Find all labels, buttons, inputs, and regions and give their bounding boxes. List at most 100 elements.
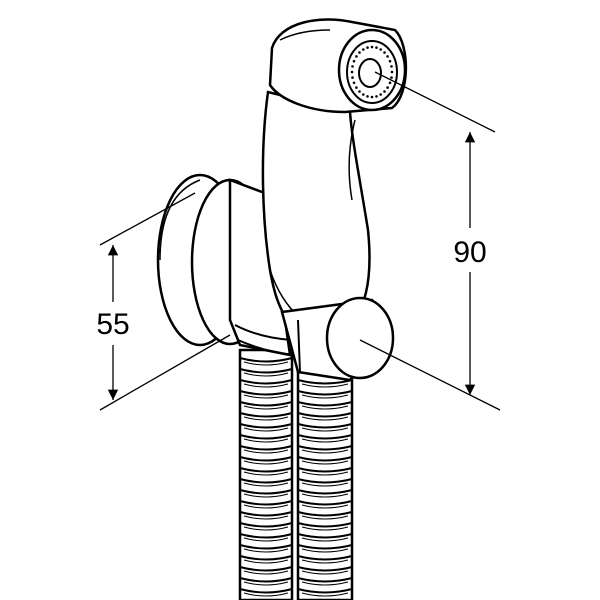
hose-rib-inner [243, 427, 289, 432]
nozzle-hole [390, 76, 393, 79]
nozzle-hole [370, 45, 374, 49]
hose-rib-inner [243, 548, 289, 553]
dimension-55: 55 [96, 192, 231, 411]
hose-rib-inner [301, 570, 349, 575]
hose-rib [297, 445, 353, 451]
nozzle-hole [383, 90, 386, 93]
nozzle-hole [350, 70, 354, 74]
hose-rib [239, 478, 293, 484]
hose-rib-inner [301, 438, 349, 443]
hose-rib-inner [243, 372, 289, 377]
hose-rib [297, 401, 353, 407]
hose-rib [239, 368, 293, 374]
hose-rib [239, 533, 293, 539]
dimension-55-label: 55 [96, 308, 129, 341]
hose-rib-inner [243, 361, 289, 366]
nozzle-hole [351, 76, 354, 79]
hose-rib [297, 412, 353, 418]
nozzle-hole [358, 51, 361, 54]
hose-rib-inner [301, 548, 349, 553]
hose-rib-inner [243, 405, 289, 410]
nozzle-hole [355, 86, 358, 89]
hose-rib-inner [243, 559, 289, 564]
nozzle-hole [388, 81, 392, 85]
nozzle-hole [388, 59, 392, 63]
nozzle-hole [375, 46, 378, 49]
hose-rib [239, 423, 293, 429]
hose-rib [239, 522, 293, 528]
nozzle-hole [375, 95, 378, 98]
hose-rib [297, 588, 353, 594]
hose-rib-inner [243, 493, 289, 498]
hose-rib-inner [301, 515, 349, 520]
hose-rib [239, 434, 293, 440]
dimension-90-label: 90 [453, 236, 486, 269]
nozzle-hole [362, 93, 365, 96]
hose-rib-inner [301, 449, 349, 454]
nozzle-hole [362, 48, 365, 51]
hose-left [238, 348, 294, 600]
hose-rib-inner [243, 460, 289, 465]
hose-rib-inner [301, 427, 349, 432]
hose-rib-inner [243, 570, 289, 575]
hose-rib [239, 467, 293, 473]
hose-rib [239, 357, 293, 363]
hose-rib [239, 390, 293, 396]
nozzle-hole [379, 48, 383, 51]
hose-rib [297, 489, 353, 495]
hose-rib [239, 412, 293, 418]
hose-rib [239, 379, 293, 385]
hose-rib [239, 500, 293, 506]
swivel-knob [325, 296, 395, 380]
nozzle-hole [358, 90, 361, 93]
hose-right-ribs [297, 379, 353, 597]
hose-rib [297, 522, 353, 528]
hose-rib-inner [243, 515, 289, 520]
hose-rib-inner [243, 592, 289, 597]
hose-rib [239, 456, 293, 462]
hose-rib [239, 544, 293, 550]
hose-rib [297, 500, 353, 506]
hose-rib-inner [301, 482, 349, 487]
hose-rib-inner [301, 537, 349, 542]
hose-rib-inner [243, 416, 289, 421]
hose-rib [239, 577, 293, 583]
nozzle-hole [386, 86, 389, 89]
nozzle-center [358, 58, 382, 88]
hose-rib [297, 566, 353, 572]
hose-rib-inner [243, 581, 289, 586]
hose-rib-inner [243, 394, 289, 399]
hose-rib-inner [301, 581, 349, 586]
hose-rib [239, 489, 293, 495]
nozzle-hole [366, 95, 369, 98]
hose-rib [297, 434, 353, 440]
dimension-90: 90 [359, 71, 501, 411]
nozzle-hole [366, 46, 369, 49]
hose-rib [239, 555, 293, 561]
hose-rib-inner [243, 471, 289, 476]
hose-rib-inner [301, 394, 349, 399]
hose-rib [297, 423, 353, 429]
nozzle-hole [383, 51, 386, 54]
hose-rib-inner [301, 405, 349, 410]
hose-rib [239, 566, 293, 572]
nozzle-hole [351, 65, 354, 68]
hose-rib-inner [301, 383, 349, 388]
hose-rib [297, 467, 353, 473]
hose-rib-inner [301, 471, 349, 476]
hose-rib-inner [243, 438, 289, 443]
hose-rib [239, 445, 293, 451]
nozzle-hole [390, 70, 394, 74]
nozzle-hole [390, 65, 393, 68]
hose-rib [239, 401, 293, 407]
nozzle-hole [352, 81, 356, 85]
hose-rib [297, 390, 353, 396]
spray-head [268, 18, 408, 114]
hose-rib [239, 511, 293, 517]
hose-rib-inner [243, 504, 289, 509]
hose-rib [297, 555, 353, 561]
hose-rib-inner [301, 504, 349, 509]
hose-rib-inner [243, 482, 289, 487]
nozzle-hole [355, 55, 358, 58]
